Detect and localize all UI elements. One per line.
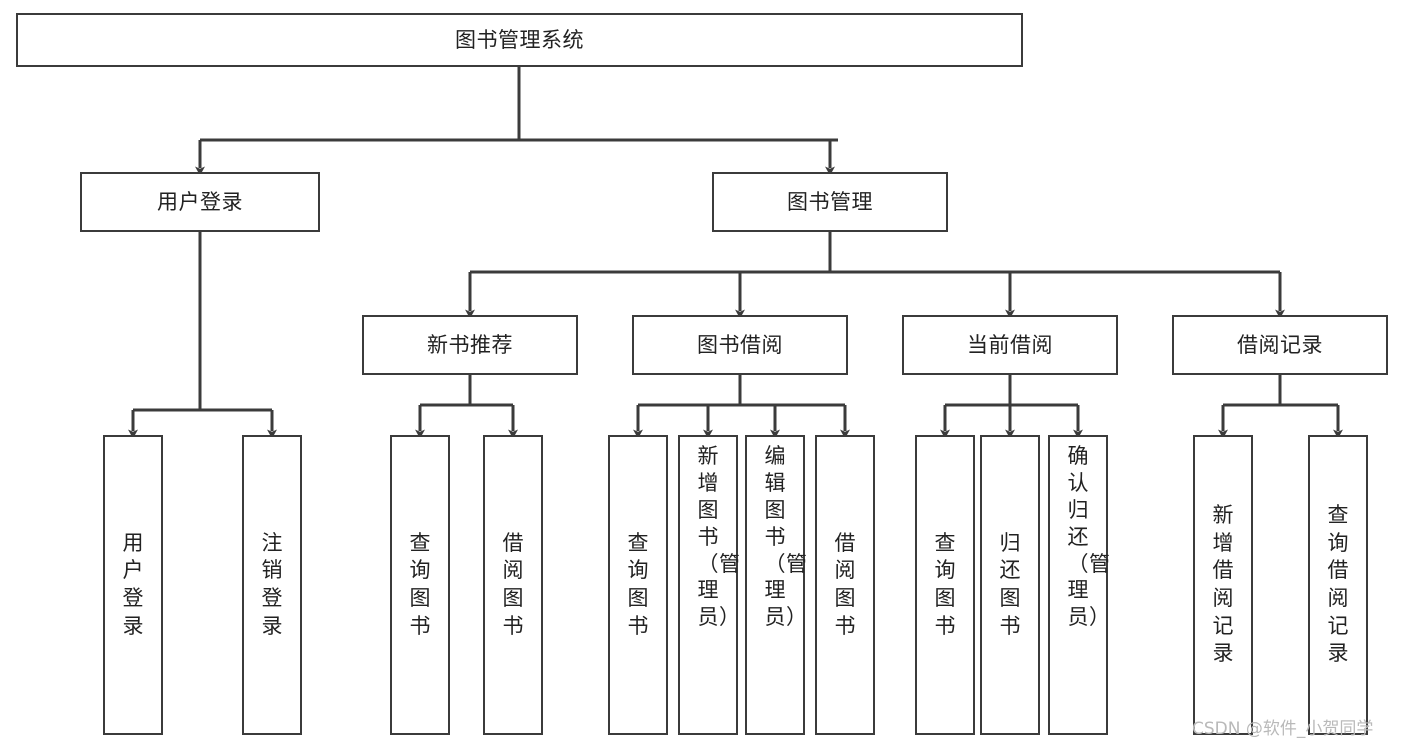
leaf-user-logout-label: 注销登录: [261, 530, 283, 638]
node-root-label: 图书管理系统: [455, 27, 584, 52]
leaf-edit-book-admin[interactable]: 编辑图书（管理员）: [745, 435, 808, 735]
node-book-borrow[interactable]: 图书借阅: [632, 315, 848, 375]
node-borrow-record[interactable]: 借阅记录: [1172, 315, 1388, 375]
node-root[interactable]: 图书管理系统: [16, 13, 1023, 67]
leaf-add-borrow-record[interactable]: 新增借阅记录: [1193, 435, 1253, 735]
leaf-query-borrow-record-label: 查询借阅记录: [1327, 502, 1349, 666]
node-new-book-recommend-label: 新书推荐: [427, 332, 513, 357]
leaf-user-logout[interactable]: 注销登录: [242, 435, 302, 735]
leaf-return-book-label: 归还图书: [999, 530, 1021, 638]
leaf-confirm-return-admin-label: 确认归还（管理员）: [1067, 444, 1111, 630]
leaf-borrow-book-new[interactable]: 借阅图书: [483, 435, 543, 735]
leaf-borrow-book[interactable]: 借阅图书: [815, 435, 875, 735]
leaf-query-book-new[interactable]: 查询图书: [390, 435, 450, 735]
leaf-query-borrow-record[interactable]: 查询借阅记录: [1308, 435, 1368, 735]
node-book-management[interactable]: 图书管理: [712, 172, 948, 232]
watermark-text: CSDN @软件_小贺同学: [1192, 719, 1374, 739]
node-user-login[interactable]: 用户登录: [80, 172, 320, 232]
leaf-borrow-book-new-label: 借阅图书: [502, 530, 524, 638]
leaf-query-book-new-label: 查询图书: [409, 530, 431, 638]
node-book-borrow-label: 图书借阅: [697, 332, 783, 357]
node-current-borrow-label: 当前借阅: [967, 332, 1053, 357]
leaf-borrow-book-label: 借阅图书: [834, 530, 856, 638]
leaf-query-book-borrow-label: 查询图书: [627, 530, 649, 638]
leaf-confirm-return-admin[interactable]: 确认归还（管理员）: [1048, 435, 1111, 735]
leaf-edit-book-admin-label: 编辑图书（管理员）: [764, 444, 808, 630]
leaf-query-book-current-label: 查询图书: [934, 530, 956, 638]
leaf-user-login[interactable]: 用户登录: [103, 435, 163, 735]
node-borrow-record-label: 借阅记录: [1237, 332, 1323, 357]
leaf-query-book-current[interactable]: 查询图书: [915, 435, 975, 735]
node-new-book-recommend[interactable]: 新书推荐: [362, 315, 578, 375]
leaf-add-borrow-record-label: 新增借阅记录: [1212, 502, 1234, 666]
node-user-login-label: 用户登录: [157, 189, 243, 214]
node-book-management-label: 图书管理: [787, 189, 873, 214]
leaf-user-login-label: 用户登录: [122, 530, 144, 638]
node-current-borrow[interactable]: 当前借阅: [902, 315, 1118, 375]
leaf-query-book-borrow[interactable]: 查询图书: [608, 435, 668, 735]
leaf-add-book-admin-label: 新增图书（管理员）: [697, 444, 741, 630]
leaf-return-book[interactable]: 归还图书: [980, 435, 1040, 735]
leaf-add-book-admin[interactable]: 新增图书（管理员）: [678, 435, 741, 735]
